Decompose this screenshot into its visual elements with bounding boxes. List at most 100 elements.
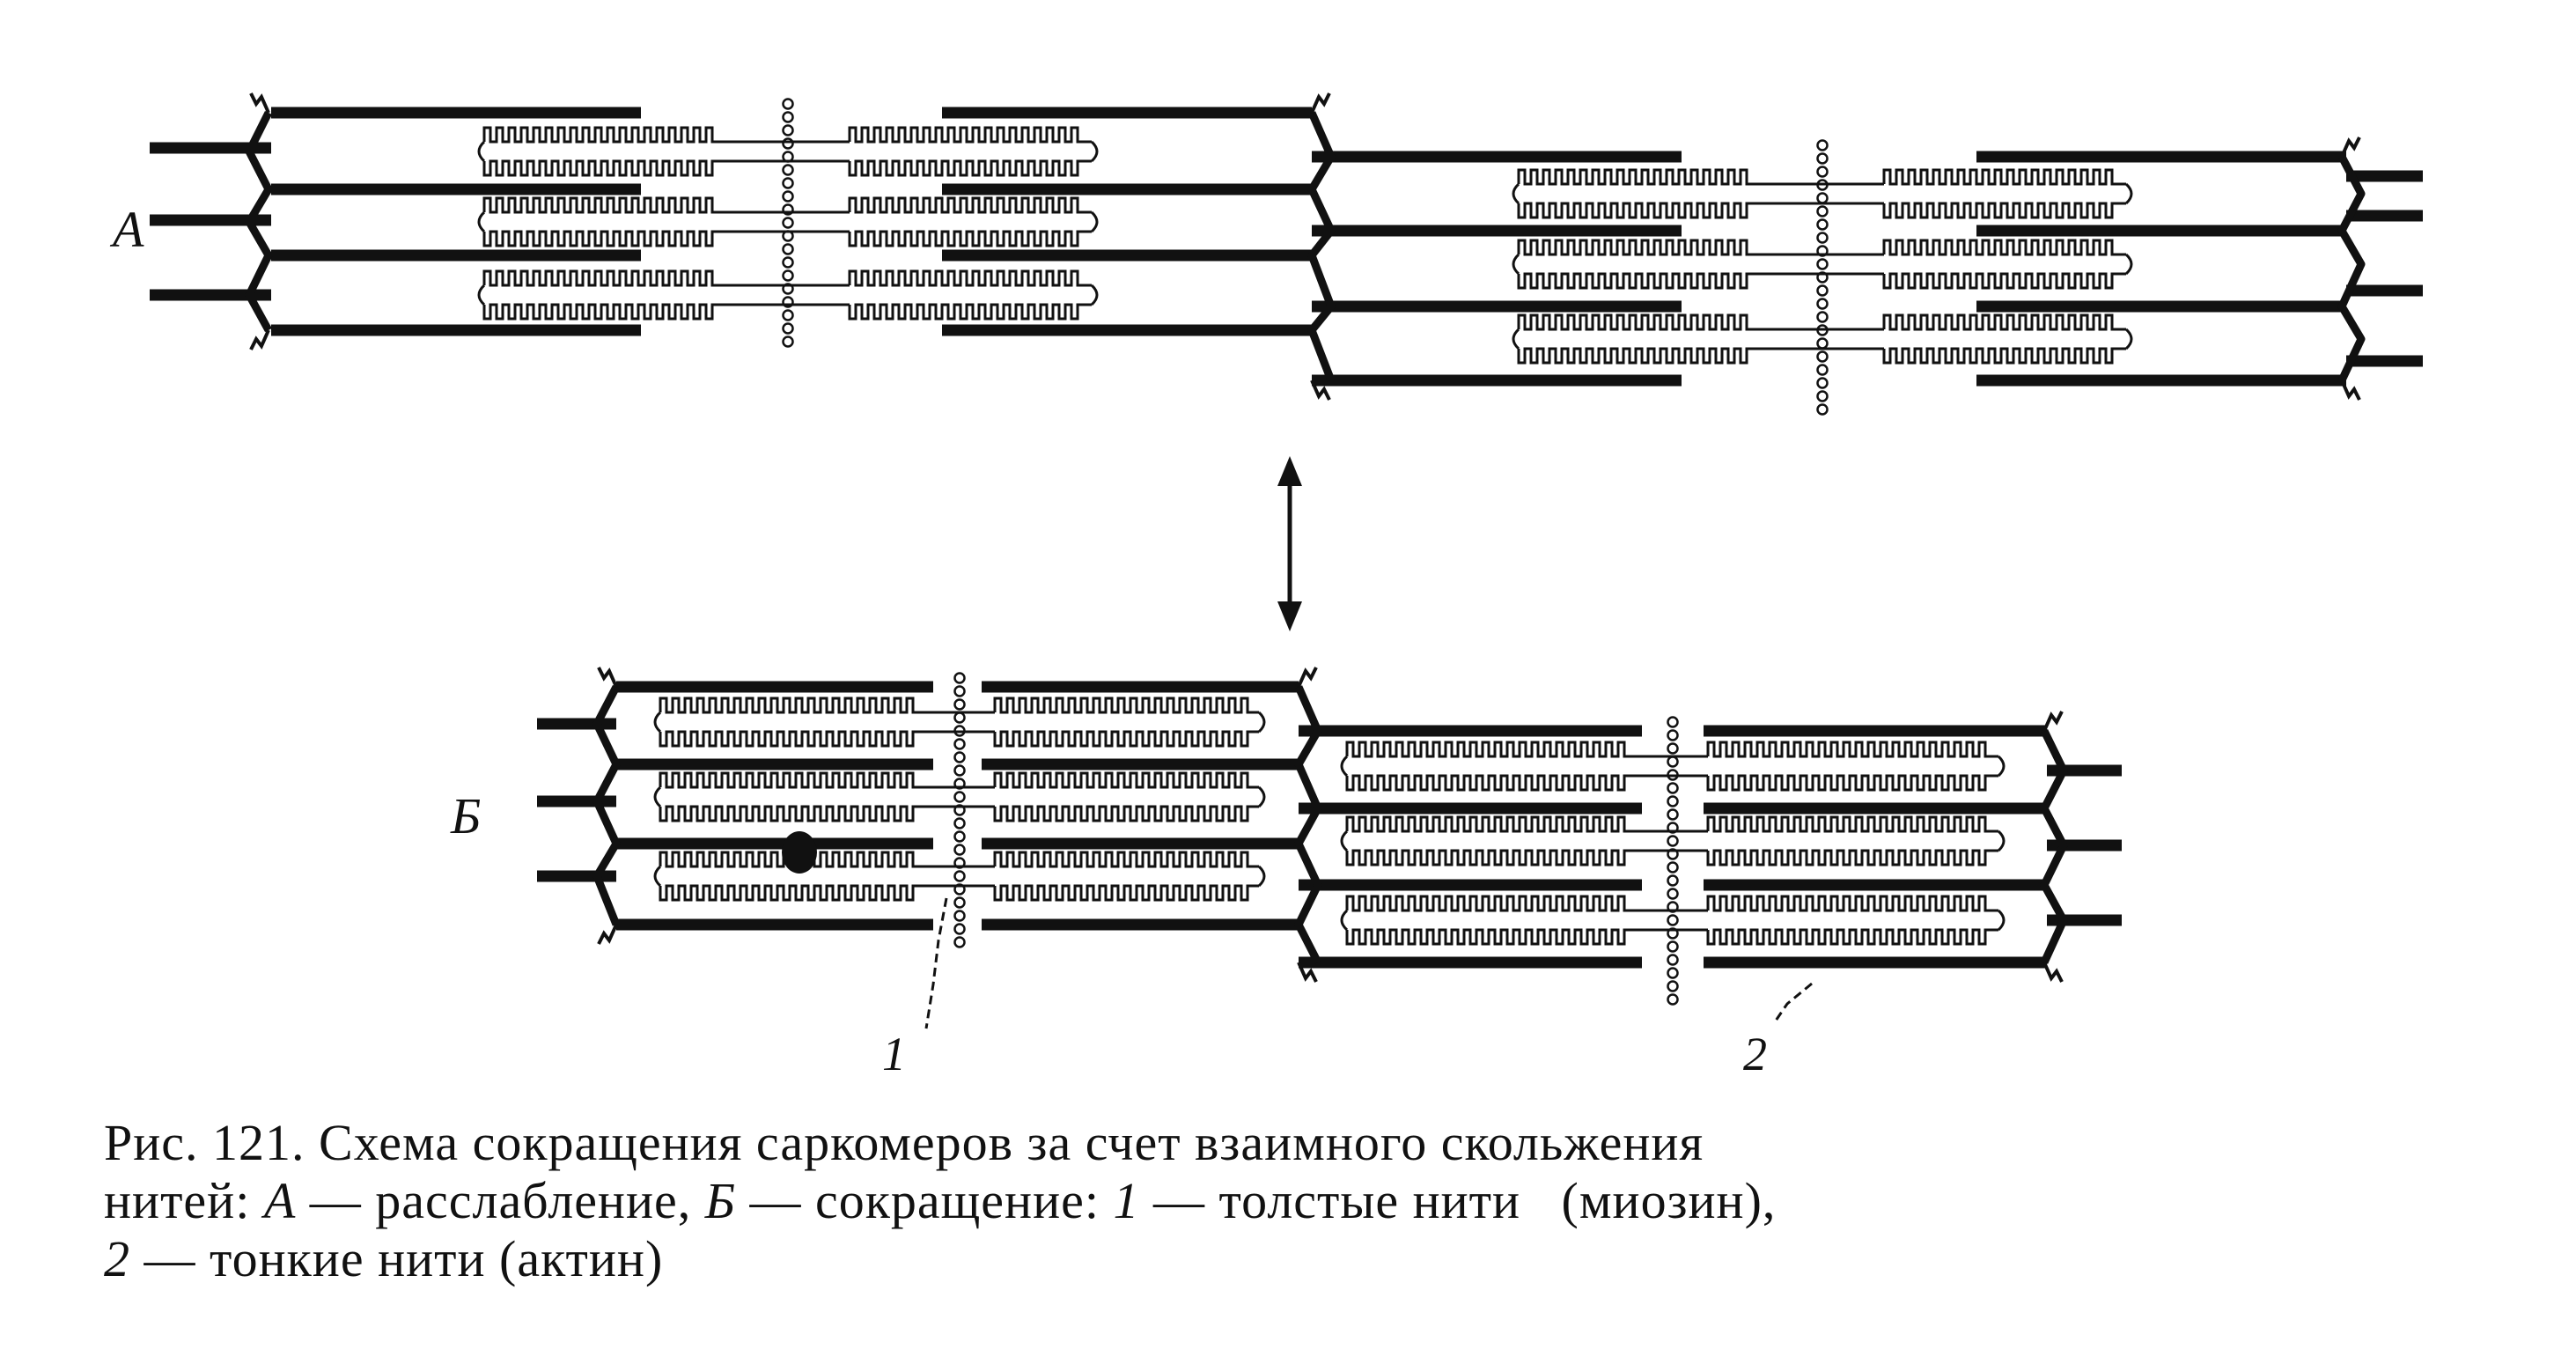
caption-label-2: 2 — [104, 1230, 130, 1287]
filament-end — [2124, 328, 2133, 350]
z-disc-fuzz — [1297, 667, 1318, 688]
m-line-dot — [1667, 716, 1679, 728]
myosin-heads — [993, 697, 1259, 714]
z-disc — [1307, 92, 1336, 401]
m-line-dot — [1816, 390, 1829, 402]
myosin-heads — [659, 805, 924, 822]
caption-text: — тонкие нити (актин) — [130, 1230, 664, 1287]
m-line-dot — [782, 137, 794, 150]
z-disc-fuzz — [1310, 380, 1331, 401]
filament-end — [1340, 755, 1349, 778]
myosin-heads — [1706, 928, 1998, 946]
m-line-dot — [782, 151, 794, 163]
figure-caption: Рис. 121. Схема сокращения саркомеров за… — [104, 1114, 2481, 1288]
contracted-sarcomeres — [537, 667, 2122, 1006]
m-line-dot — [1816, 350, 1829, 363]
m-line-dot — [1667, 742, 1679, 755]
filament-end — [653, 785, 662, 808]
myosin-heads — [993, 730, 1259, 748]
m-line-dot — [782, 164, 794, 176]
z-disc-line — [245, 110, 273, 333]
myosin-heads — [482, 269, 726, 287]
double-arrow-icon — [1277, 456, 1302, 631]
thick-filament — [1512, 239, 2133, 290]
caption-text: — сокращение: — [735, 1172, 1114, 1229]
m-line-dot — [1816, 258, 1829, 270]
filament-end — [1257, 711, 1266, 734]
m-line-dot — [953, 685, 966, 697]
m-line-dot — [782, 322, 794, 335]
myosin-heads — [1882, 347, 2126, 365]
myosin-heads — [1345, 895, 1638, 912]
myosin-heads — [1345, 774, 1638, 792]
filament-end — [1997, 829, 2006, 852]
z-disc-fuzz — [249, 329, 270, 350]
m-line-dot — [953, 791, 966, 803]
thick-filament — [1512, 168, 2133, 219]
m-line-dot — [1816, 139, 1829, 151]
m-line-dot — [782, 335, 794, 348]
myosin-heads — [993, 884, 1259, 902]
m-line-dot — [1667, 980, 1679, 992]
m-line-dot — [1667, 795, 1679, 807]
m-line-dot — [953, 778, 966, 790]
thick-filament — [1512, 313, 2133, 365]
m-line-dot — [953, 883, 966, 896]
filament-end — [653, 711, 662, 734]
filament-end — [2124, 182, 2133, 205]
m-line-dot — [1667, 729, 1679, 741]
m-line — [1667, 716, 1679, 1006]
z-disc-fuzz — [1310, 92, 1331, 114]
z-disc-fuzz — [2340, 380, 2361, 401]
myosin-heads — [1517, 202, 1761, 219]
z-disc-fuzz — [2042, 962, 2064, 983]
myosin-heads — [1882, 202, 2126, 219]
myosin-heads — [848, 269, 1092, 287]
z-disc-fuzz — [597, 924, 618, 945]
thick-filament — [477, 269, 1099, 321]
z-disc-fuzz — [597, 667, 618, 688]
myosin-heads — [848, 126, 1092, 144]
z-disc-fuzz — [2042, 711, 2064, 732]
m-line-dot — [1816, 166, 1829, 178]
z-disc-line — [1294, 685, 1322, 965]
myosin-heads — [993, 805, 1259, 822]
m-line-dot — [1816, 311, 1829, 323]
filament-end — [1090, 210, 1099, 233]
m-line-dot — [953, 698, 966, 711]
caption-text: — расслабление, — [296, 1172, 705, 1229]
myosin-heads — [1882, 272, 2126, 290]
m-line-dot — [782, 256, 794, 269]
myosin-heads — [482, 126, 726, 144]
m-line-dot — [953, 711, 966, 724]
panel-label-b: Б — [451, 787, 482, 844]
callout-label-thin-filament: 2 — [1743, 1028, 1767, 1080]
caption-label-a: А — [263, 1172, 297, 1229]
filament-end — [1512, 182, 1520, 205]
m-line-dot — [953, 751, 966, 763]
myosin-heads — [993, 771, 1259, 789]
z-disc — [245, 92, 273, 350]
z-disc-fuzz — [1297, 962, 1318, 983]
filament-end — [1340, 909, 1349, 932]
thick-filament — [653, 771, 1266, 822]
m-line-dot — [1667, 901, 1679, 913]
z-disc-line — [2040, 729, 2068, 964]
filament-end — [1090, 140, 1099, 163]
m-line-dot — [1816, 179, 1829, 191]
filament-end — [477, 140, 486, 163]
myosin-heads — [1706, 815, 1998, 833]
m-line-dot — [782, 230, 794, 242]
z-disc — [592, 667, 621, 945]
m-line-dot — [1816, 337, 1829, 350]
m-line-dot — [782, 177, 794, 189]
myosin-heads — [1345, 849, 1638, 866]
m-line-dot — [782, 269, 794, 282]
m-line-dot — [1816, 298, 1829, 310]
m-line-dot — [1816, 271, 1829, 284]
filament-end — [1257, 785, 1266, 808]
filament-end — [1997, 755, 2006, 778]
m-line-dot — [1816, 377, 1829, 389]
m-line-dot — [782, 217, 794, 229]
